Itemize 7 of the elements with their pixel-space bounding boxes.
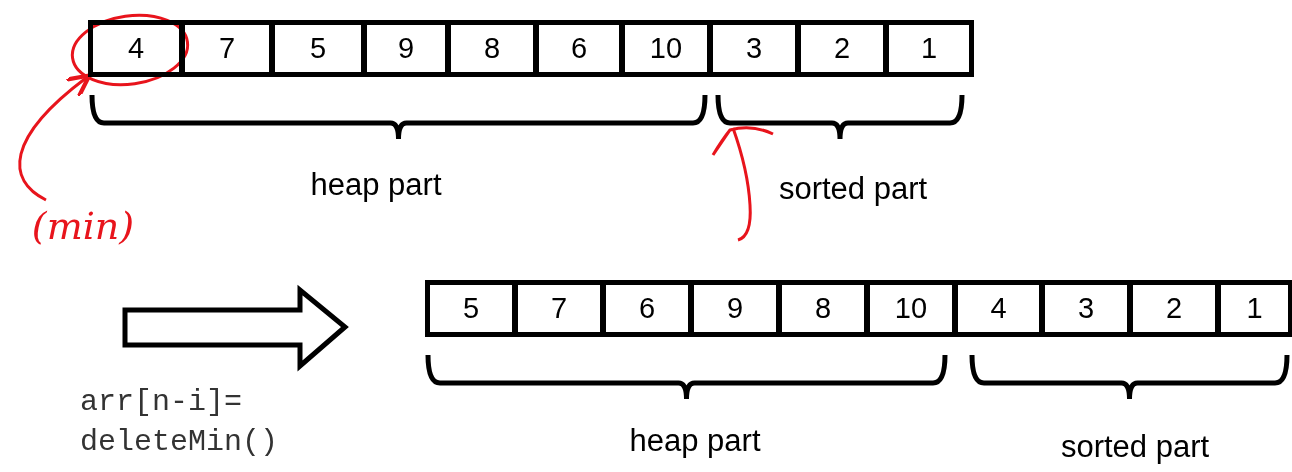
code-text: arr[n-i]= deleteMin() bbox=[80, 384, 280, 461]
annotation-text: (min) bbox=[8, 196, 158, 256]
brace-label: heap part bbox=[309, 166, 443, 204]
brace-label: sorted part bbox=[1059, 428, 1211, 466]
arrow bbox=[18, 73, 92, 202]
brace-label: heap part bbox=[628, 422, 762, 460]
brace-label: sorted part bbox=[777, 170, 929, 208]
